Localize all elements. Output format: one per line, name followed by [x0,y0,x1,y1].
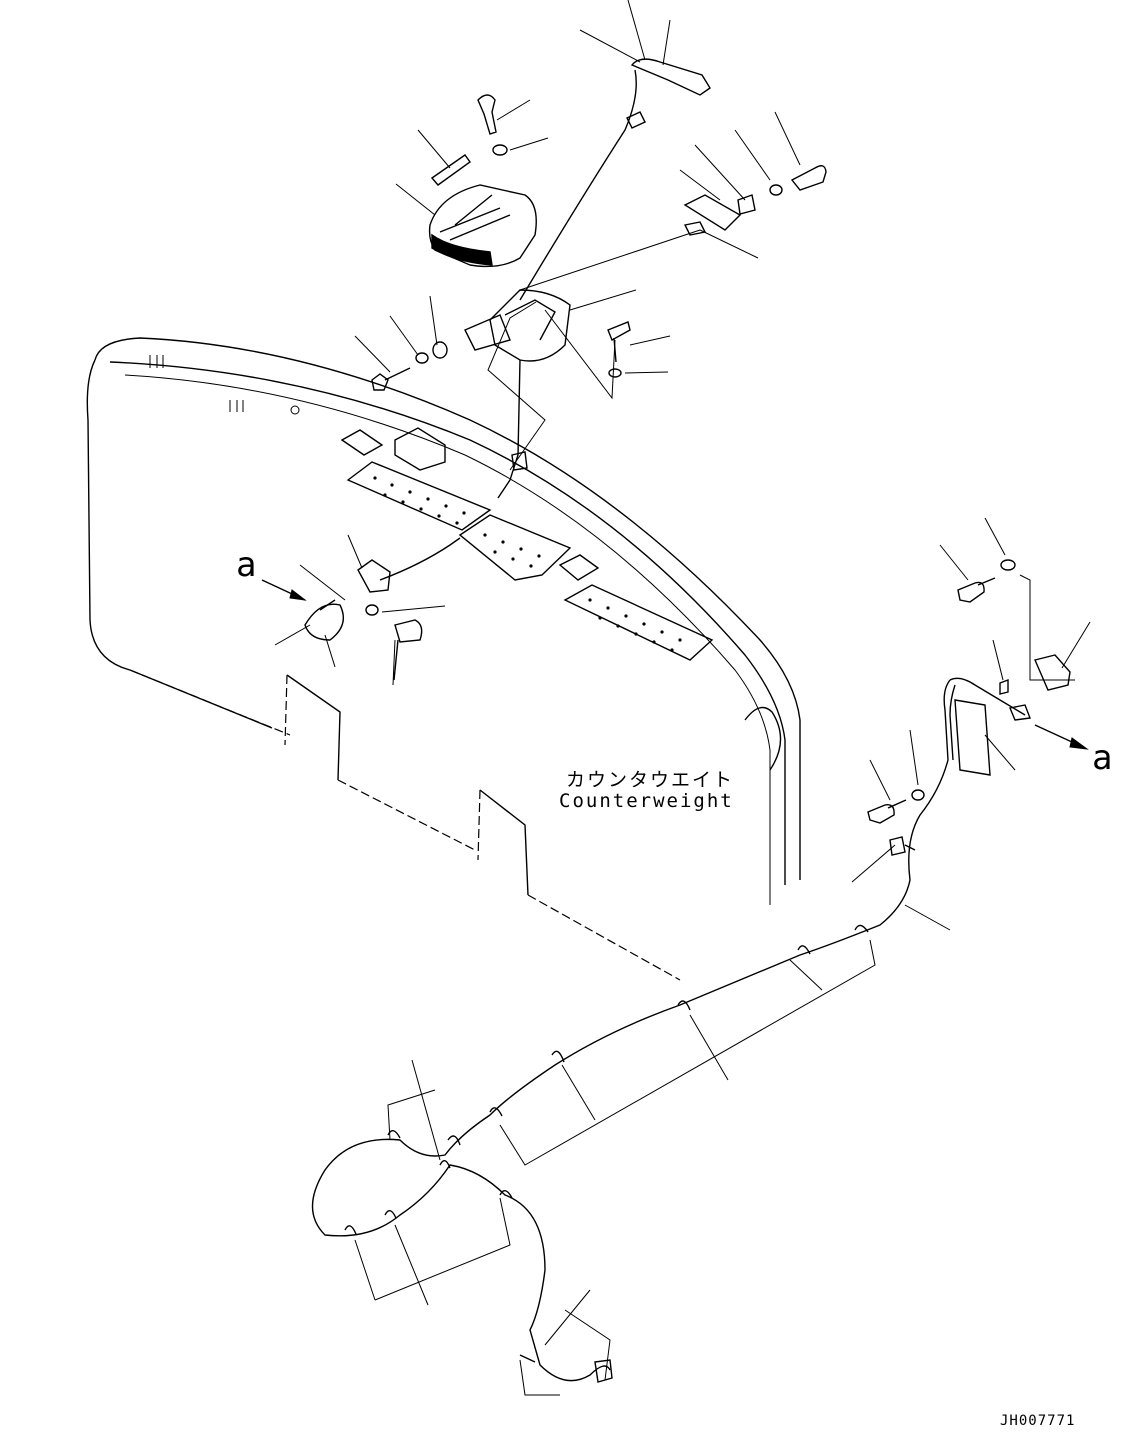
plate-rivets [373,476,682,652]
view-marker-right: a [1092,738,1113,778]
lamp-assembly [304,58,827,681]
leader-lines-top [261,0,801,686]
wire-harness [311,559,1071,1383]
counterweight-body [86,337,801,981]
leader-lines-bottom [354,517,1091,1396]
drawing-code: JH007771 [1000,1413,1076,1429]
counterweight-label-jp: カウンタウエイト [566,769,735,791]
counterweight-label-en: Counterweight [559,790,734,812]
view-marker-left: a [236,545,257,585]
